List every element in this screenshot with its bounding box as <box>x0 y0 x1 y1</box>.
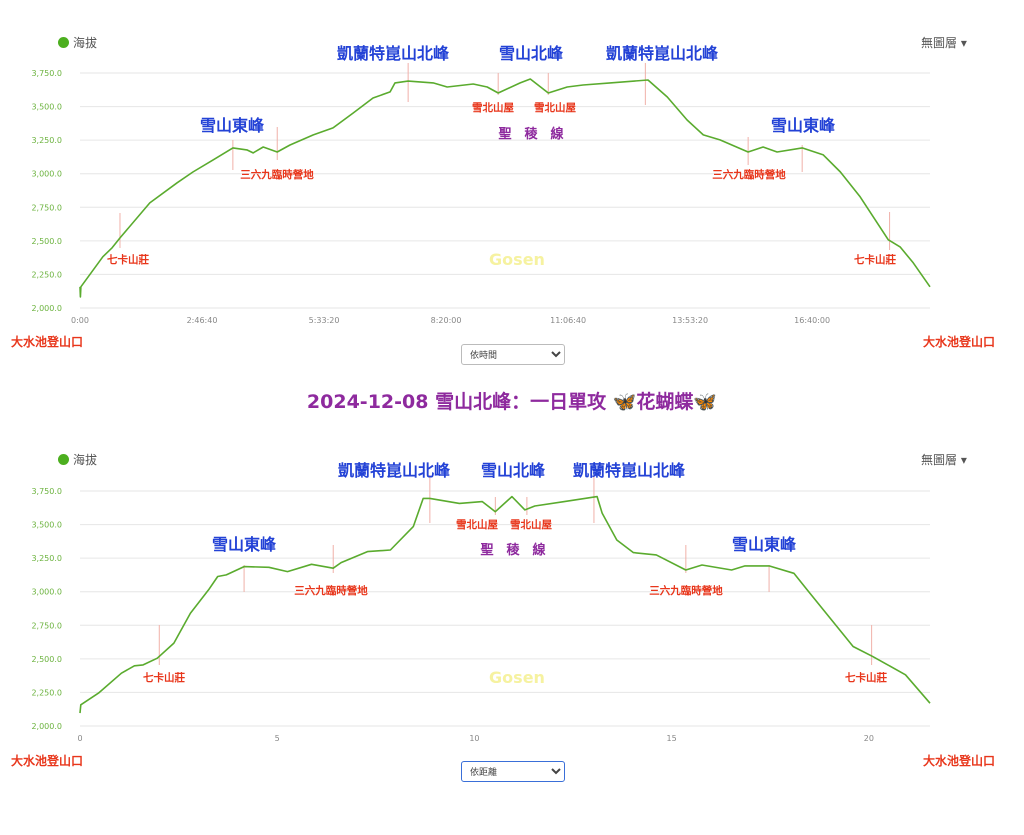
annotation-place-label: 三六九臨時營地 <box>294 584 368 597</box>
y-tick-label: 3,750.0 <box>31 487 62 496</box>
elevation-line <box>79 495 931 714</box>
annotation-ridge-label: 聖 稜 線 <box>480 542 546 558</box>
legend-dot-icon <box>58 37 69 48</box>
x-tick-label: 2:46:40 <box>187 316 218 325</box>
annotation-peak-label: 凱蘭特崑山北峰 <box>337 44 450 63</box>
y-tick-label: 3,500.0 <box>31 103 62 112</box>
y-tick-label: 2,500.0 <box>31 655 62 664</box>
trailhead-end-label: 大水池登山口 <box>923 754 996 768</box>
y-tick-label: 3,500.0 <box>31 521 62 530</box>
legend-dot-icon <box>58 454 69 465</box>
y-tick-label: 2,250.0 <box>31 270 62 279</box>
y-tick-label: 3,250.0 <box>31 136 62 145</box>
elevation-line <box>79 78 931 298</box>
y-tick-label: 3,250.0 <box>31 554 62 563</box>
annotation-peak-label: 雪山東峰 <box>771 116 836 135</box>
x-tick-label: 5:33:20 <box>309 316 340 325</box>
x-tick-label: 13:53:20 <box>672 316 708 325</box>
annotation-peak-label: 凱蘭特崑山北峰 <box>606 44 719 63</box>
y-tick-label: 3,750.0 <box>31 69 62 78</box>
annotation-place-label: 雪北山屋 <box>534 101 576 114</box>
y-tick-label: 2,750.0 <box>31 621 62 630</box>
y-tick-label: 2,000.0 <box>31 722 62 731</box>
x-tick-label: 5 <box>275 734 280 743</box>
y-tick-label: 2,500.0 <box>31 237 62 246</box>
title-suffix: 花蝴蝶 <box>636 391 694 413</box>
annotation-peak-label: 雪山東峰 <box>732 535 797 554</box>
annotation-place-label: 七卡山莊 <box>845 671 887 684</box>
y-tick-label: 2,750.0 <box>31 203 62 212</box>
title-text: 2024-12-08 雪山北峰：一日單攻 <box>306 391 607 413</box>
y-tick-label: 2,000.0 <box>31 304 62 313</box>
x-axis-mode-select[interactable]: 依距離 <box>461 761 565 782</box>
x-tick-label: 8:20:00 <box>431 316 462 325</box>
annotation-place-label: 七卡山莊 <box>107 253 149 266</box>
y-tick-label: 2,250.0 <box>31 688 62 697</box>
annotation-place-label: 七卡山莊 <box>143 671 185 684</box>
x-tick-label: 10 <box>469 734 479 743</box>
x-tick-label: 0 <box>77 734 82 743</box>
annotation-place-label: 雪北山屋 <box>456 518 498 531</box>
legend-label: 海拔 <box>73 36 98 50</box>
page-title: 2024-12-08 雪山北峰：一日單攻 🦋花蝴蝶🦋 <box>0 387 1024 414</box>
butterfly-icon: 🦋 <box>693 391 718 413</box>
annotation-ridge-label: 聖 稜 線 <box>498 126 564 142</box>
annotation-place-label: 三六九臨時營地 <box>649 584 723 597</box>
annotation-peak-label: 雪山北峰 <box>499 44 564 63</box>
annotation-peak-label: 雪山北峰 <box>481 461 546 480</box>
annotation-place-label: 雪北山屋 <box>472 101 514 114</box>
legend-elevation[interactable]: 海拔 <box>58 451 97 468</box>
trailhead-end-label: 大水池登山口 <box>923 335 996 349</box>
y-tick-label: 3,000.0 <box>31 588 62 597</box>
x-axis-mode-select[interactable]: 依時間 <box>461 344 565 365</box>
legend-label: 海拔 <box>73 453 98 467</box>
trailhead-start-label: 大水池登山口 <box>11 754 84 768</box>
annotation-peak-label: 雪山東峰 <box>212 535 277 554</box>
annotation-peak-label: 凱蘭特崑山北峰 <box>338 461 451 480</box>
y-tick-label: 3,000.0 <box>31 170 62 179</box>
annotation-place-label: 雪北山屋 <box>510 518 552 531</box>
x-tick-label: 20 <box>864 734 874 743</box>
butterfly-icon: 🦋 <box>612 391 637 413</box>
watermark: Gosen <box>489 668 545 687</box>
annotation-peak-label: 凱蘭特崑山北峰 <box>573 461 686 480</box>
annotation-place-label: 三六九臨時營地 <box>240 168 314 181</box>
legend-elevation[interactable]: 海拔 <box>58 34 97 51</box>
x-tick-label: 0:00 <box>71 316 89 325</box>
x-tick-label: 16:40:00 <box>794 316 830 325</box>
annotation-place-label: 三六九臨時營地 <box>712 168 786 181</box>
layer-menu[interactable]: 無圖層 ▾ <box>921 453 967 467</box>
trailhead-start-label: 大水池登山口 <box>11 335 84 349</box>
annotation-peak-label: 雪山東峰 <box>200 116 265 135</box>
annotation-place-label: 七卡山莊 <box>854 253 896 266</box>
x-tick-label: 11:06:40 <box>550 316 586 325</box>
watermark: Gosen <box>489 250 545 269</box>
x-tick-label: 15 <box>667 734 677 743</box>
layer-menu[interactable]: 無圖層 ▾ <box>921 36 967 50</box>
